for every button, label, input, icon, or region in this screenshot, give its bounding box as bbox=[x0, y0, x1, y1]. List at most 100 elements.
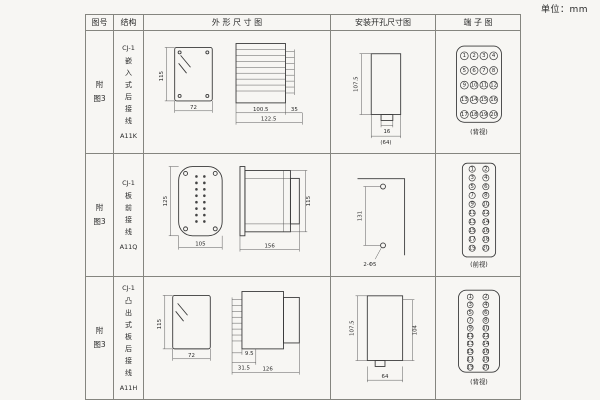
outline-diagram-cell: 115 72 9.5 31.5 bbox=[143, 276, 331, 400]
terminal-number: 14 bbox=[482, 341, 489, 347]
terminal-circle bbox=[469, 110, 478, 119]
terminal-number: 18 bbox=[482, 237, 489, 243]
install-diagram-cell: 131 2-Φ5 bbox=[330, 153, 436, 277]
dim-cutout-height: 107.5 bbox=[353, 76, 359, 91]
terminal-number: 16 bbox=[482, 228, 489, 234]
terminal-number: 8 bbox=[484, 193, 488, 199]
terminal-number: 5 bbox=[462, 68, 465, 74]
dim-height: 115 bbox=[158, 71, 164, 81]
structure-cell: CJ-1 凸出式板后接线 A11H bbox=[113, 276, 144, 400]
terminal-circle bbox=[482, 293, 489, 301]
terminal-number: 1 bbox=[468, 294, 471, 300]
dim-cutout-width: 64 bbox=[381, 374, 388, 380]
terminal-number: 17 bbox=[466, 357, 473, 363]
terminal-number: 19 bbox=[468, 245, 475, 251]
terminal-circle bbox=[488, 95, 498, 105]
terminal-number: 15 bbox=[468, 228, 475, 234]
model-label: CJ-1 bbox=[122, 44, 135, 53]
terminal-number: 5 bbox=[470, 184, 473, 190]
terminal-number: 3 bbox=[468, 302, 471, 308]
install-diagram-cell: 107.5 104 64 bbox=[330, 276, 436, 400]
dim-depth-total: 122.5 bbox=[260, 117, 276, 123]
code-label: A11H bbox=[119, 383, 138, 392]
terminal-circle bbox=[459, 95, 469, 105]
terminal-number: 11 bbox=[466, 333, 473, 339]
terminal-number: 16 bbox=[482, 349, 489, 355]
terminal-circle bbox=[469, 66, 478, 75]
dim-cutout-width: (64) bbox=[380, 140, 391, 146]
terminal-number: 19 bbox=[466, 364, 473, 370]
terminal-circle bbox=[481, 218, 489, 226]
terminal-number: 7 bbox=[468, 318, 471, 324]
outline-drawing-a11k: 115 72 100.5 bbox=[158, 43, 303, 125]
table-row-a11k: 附图3 CJ-1 嵌入式后接线 A11K 115 bbox=[85, 30, 521, 154]
terminal-circle bbox=[468, 218, 476, 226]
model-label: CJ-1 bbox=[122, 179, 135, 188]
terminal-circle bbox=[459, 80, 469, 90]
terminal-circle bbox=[481, 192, 489, 199]
spec-table: 图号 结构 外 形 尺 寸 图 安装开孔尺寸图 端 子 图 附图3 CJ-1 嵌… bbox=[85, 14, 521, 400]
terminal-circle bbox=[482, 356, 489, 363]
terminal-circle bbox=[466, 301, 473, 309]
terminal-number: 8 bbox=[484, 318, 488, 324]
terminal-number: 5 bbox=[468, 310, 471, 316]
terminal-circle bbox=[481, 174, 489, 182]
terminal-circle bbox=[469, 51, 478, 61]
terminal-number: 10 bbox=[482, 201, 489, 207]
terminal-number: 18 bbox=[470, 112, 477, 118]
terminal-circle bbox=[468, 244, 476, 252]
terminal-circle bbox=[481, 209, 489, 217]
terminal-circle bbox=[466, 324, 473, 332]
figure-number: 附图3 bbox=[93, 202, 106, 226]
terminal-circle bbox=[466, 364, 473, 371]
terminal-circle bbox=[469, 80, 478, 90]
terminal-number: 6 bbox=[472, 68, 476, 74]
model-label: CJ-1 bbox=[122, 284, 135, 293]
header-fig-no: 图号 bbox=[85, 14, 114, 31]
terminal-number: 6 bbox=[484, 184, 488, 190]
outline-drawing-a11h: 115 72 9.5 31.5 bbox=[156, 291, 300, 375]
figure-number: 附图3 bbox=[93, 79, 106, 103]
view-label: (背视) bbox=[470, 377, 488, 386]
structure-cell: CJ-1 嵌入式后接线 A11K bbox=[113, 30, 144, 154]
terminal-circle bbox=[482, 324, 489, 332]
terminal-number: 12 bbox=[482, 210, 489, 216]
terminal-number: 20 bbox=[482, 245, 489, 251]
terminal-number: 12 bbox=[490, 83, 497, 89]
terminal-number: 15 bbox=[466, 349, 473, 355]
terminal-circle bbox=[482, 332, 489, 340]
figure-number: 附图3 bbox=[93, 325, 106, 349]
terminal-circle bbox=[479, 51, 488, 61]
terminal-number: 17 bbox=[460, 112, 467, 118]
dim-pin-depth: 9.5 bbox=[244, 351, 253, 357]
terminal-number: 10 bbox=[470, 83, 477, 89]
dim-body-height: 115 bbox=[306, 196, 312, 206]
terminal-number: 15 bbox=[480, 97, 487, 103]
terminal-circle bbox=[482, 340, 489, 348]
terminal-circle bbox=[468, 183, 476, 191]
terminal-number: 7 bbox=[470, 193, 473, 199]
terminal-number: 14 bbox=[482, 219, 489, 225]
terminal-circle bbox=[481, 165, 489, 173]
terminal-circle bbox=[481, 235, 489, 243]
terminal-number: 9 bbox=[462, 83, 466, 89]
terminal-number: 16 bbox=[490, 97, 497, 103]
terminal-number: 13 bbox=[468, 219, 475, 225]
terminal-number: 3 bbox=[482, 53, 485, 59]
figure-number-cell: 附图3 bbox=[85, 276, 114, 400]
terminal-number: 1 bbox=[470, 166, 473, 172]
terminal-circle bbox=[479, 66, 488, 75]
terminal-circle bbox=[481, 244, 489, 252]
table-row-a11h: 附图3 CJ-1 凸出式板后接线 A11H 115 72 bbox=[85, 276, 521, 400]
terminal-circle bbox=[468, 235, 476, 243]
terminal-circle bbox=[482, 364, 489, 371]
terminal-number: 2 bbox=[484, 294, 487, 300]
terminal-number: 6 bbox=[484, 310, 488, 316]
terminal-circle bbox=[482, 317, 489, 324]
dim-cutout-height: 107.5 bbox=[349, 320, 355, 335]
install-drawing-a11k: 107.5 16 (64) bbox=[353, 53, 401, 146]
terminal-number: 8 bbox=[491, 68, 495, 74]
terminal-circle bbox=[479, 95, 488, 105]
